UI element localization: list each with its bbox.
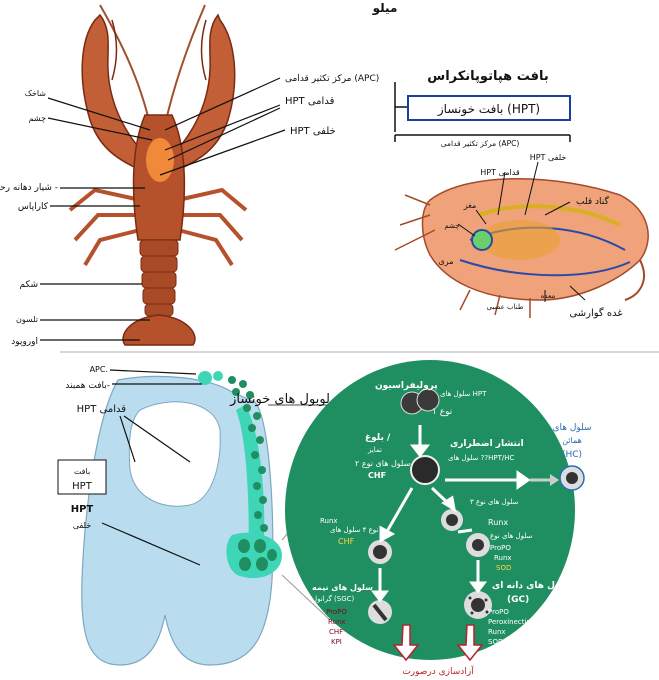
crayfish-illustration	[70, 5, 246, 345]
label-hpt-anterior-crayfish: HPT قدامی	[285, 96, 335, 107]
label-type4-chf: CHF	[338, 537, 355, 546]
label-sgc-marker-3: KPI	[331, 638, 342, 646]
label-gc-marker-0: ProPO	[488, 608, 509, 616]
label-antenna: شاخک	[25, 89, 47, 98]
label-hpt-posterior-crayfish: HPT خلفی	[290, 126, 336, 137]
lobule-diagram	[82, 371, 282, 665]
label-carapace: کاراپاس	[18, 202, 49, 212]
hpt-box-label: بافت خونساز (HPT)	[437, 102, 540, 117]
label-heart: گناد قلب	[576, 195, 609, 207]
label-type5-marker-2: SOD	[496, 564, 511, 572]
label-chf: CHF	[368, 471, 386, 480]
label-hemocytes-1: سلول های	[552, 423, 591, 433]
label-type4-label: نوع ۴ سلول های	[330, 526, 378, 534]
label-prolif: پرولیفراسیون	[375, 381, 438, 391]
shrimp-title: بافت هپاتوپانکراس	[427, 69, 548, 84]
label-brain: مغز	[463, 201, 477, 210]
top-title: میلو	[372, 1, 398, 16]
label-uropod: اوروپود	[11, 337, 38, 347]
label-stress-sub: سلول های ??HPT/HC	[448, 454, 514, 462]
label-release: آزادسازی درصورت	[402, 665, 474, 677]
label-apc-crayfish: مرکز تکثیر قدامی (APC)	[285, 74, 379, 84]
label-eye-crayfish: چشم	[29, 114, 46, 123]
label-digestive-gland: غده گوارشی	[569, 307, 622, 319]
label-hpt-posterior-shrimp: HPT خلفی	[530, 153, 567, 162]
shrimp-illustration	[395, 179, 648, 318]
label-hpt-box-bottom: HPT	[72, 481, 93, 492]
label-lobule-hpt-posterior-1: HPT	[71, 504, 94, 515]
label-hemocytes-2: همائن	[562, 436, 582, 445]
label-hemocytes-3: (HC)	[562, 450, 582, 460]
label-gc-marker-2: Runx	[488, 628, 506, 636]
label-sgc-marker-1: Runx	[328, 618, 346, 626]
label-lobule-hpt-anterior: HPT قدامی	[77, 404, 127, 415]
label-type5: سلول های نوع	[490, 532, 533, 540]
label-lobule-connective: بافت همبند-	[65, 381, 110, 391]
label-type5-marker-1: Runx	[494, 554, 512, 562]
label-eye-shrimp: چشم	[444, 222, 459, 230]
label-hpt-box-top: بافت	[74, 467, 90, 476]
label-differentiation: تمایز	[367, 446, 382, 454]
label-abdomen: شکم	[19, 280, 38, 290]
label-type2: سلول های نوع ۲	[355, 459, 411, 468]
label-nerve-cord: طناب عصبی	[487, 303, 524, 311]
label-gc-title: سلول های دانه ای	[492, 581, 573, 591]
label-maturation: بلوغ /	[365, 433, 391, 443]
label-hpt-cells: سلول های HPT	[440, 390, 487, 398]
label-type4-runx: Runx	[320, 517, 338, 525]
label-sgc-title: سلول های نیمه	[312, 583, 373, 592]
hemocyte-nucleus	[566, 472, 578, 484]
label-stress-title: انتشار اضطراری	[450, 439, 524, 449]
label-runx-type3: Runx	[488, 518, 508, 527]
label-type5-marker-0: ProPO	[490, 544, 511, 552]
label-gc-marker-1: Peroxinectin	[488, 618, 531, 626]
label-sgc-marker-0: ProPO	[326, 608, 347, 616]
apc-label-shrimp: مرکز تکثیر قدامی (APC)	[441, 139, 520, 148]
label-cervical-groove: شیار دهانه رحم -	[0, 183, 58, 193]
label-type3: سلول های نوع ۳	[470, 498, 519, 506]
label-sgc-marker-2: CHF	[329, 628, 343, 636]
label-type1: نوع ۱	[432, 407, 452, 417]
label-hpt-anterior-shrimp: HPT قدامی	[480, 168, 520, 177]
label-lobule-apc: APC.	[90, 365, 108, 374]
label-gc-marker-3: SOD	[488, 638, 503, 646]
label-sgc-sub: گرانول (SGC)	[312, 594, 355, 603]
label-stomach: معده	[541, 292, 556, 300]
label-esophagus: مری	[439, 257, 454, 266]
label-lobule-hpt-posterior-2: خلفی	[73, 521, 91, 530]
label-telson: تلسون	[16, 315, 38, 324]
label-gc-sub: (GC)	[507, 595, 529, 605]
